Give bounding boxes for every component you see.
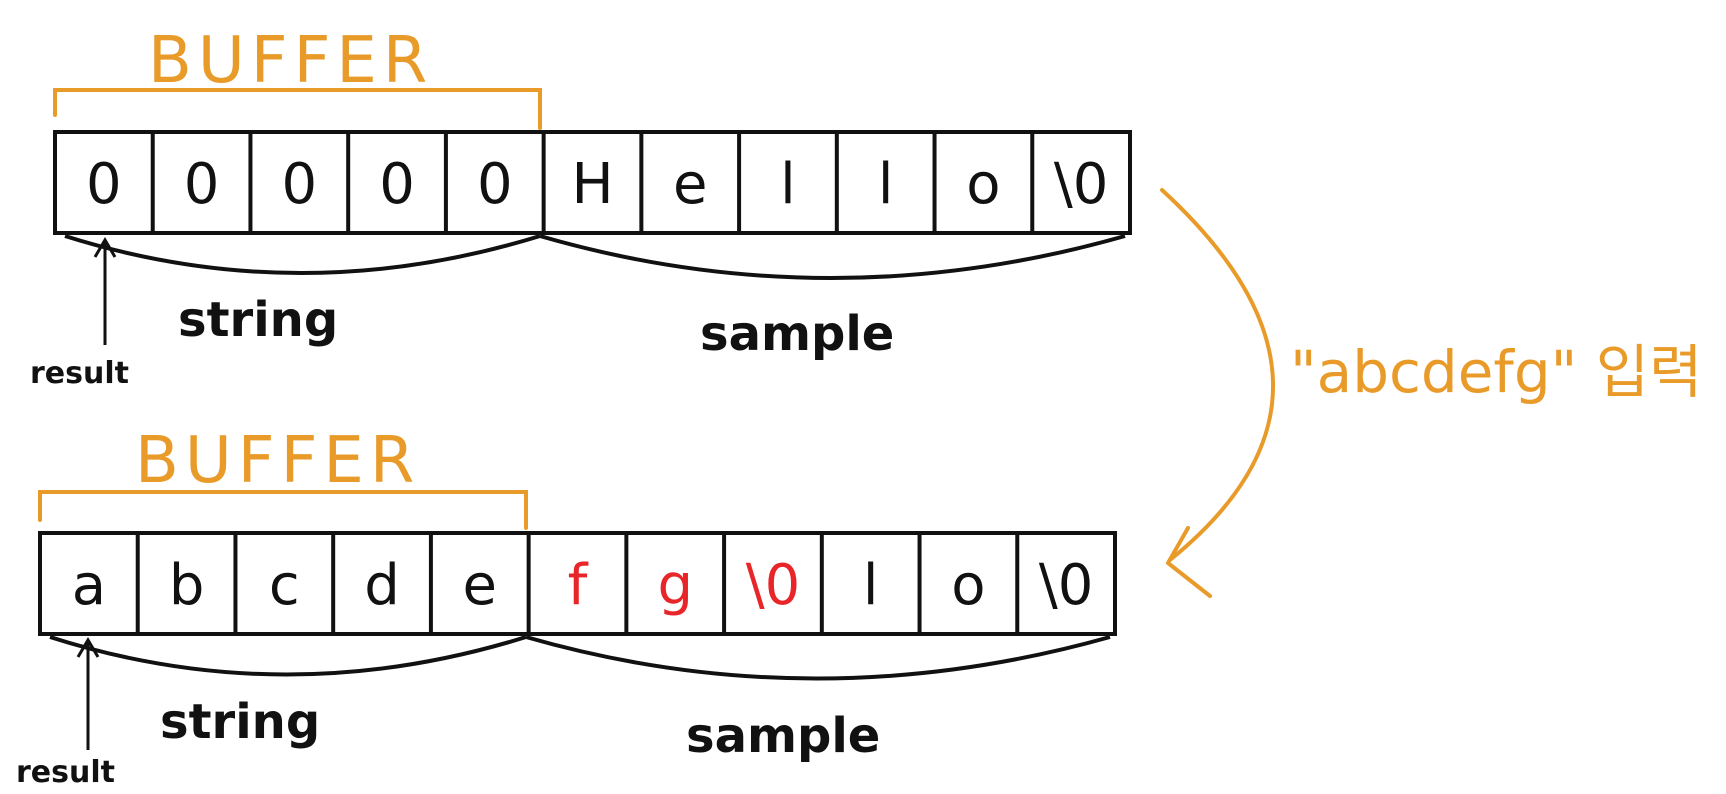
memory-cell-8: l [863, 553, 879, 618]
buffer-bracket-after [38, 490, 528, 530]
memory-cell-0: a [72, 553, 106, 618]
memory-cell-2: c [269, 553, 300, 618]
memory-cell-6: e [673, 152, 707, 217]
result-label-after: result [16, 755, 115, 790]
memory-cell-1: 0 [184, 152, 220, 217]
memory-cell-7: l [780, 152, 796, 217]
memory-cell-1: b [169, 553, 205, 618]
string-label-before: string [178, 292, 338, 348]
memory-cell-10: \0 [1039, 553, 1094, 618]
result-arrow-head-after [76, 637, 100, 658]
transition-arrow [1160, 188, 1275, 562]
string-brace-before [64, 234, 541, 275]
transition-arrow-head [1166, 526, 1212, 598]
memory-cell-0: 0 [86, 152, 122, 217]
memory-cell-4: 0 [477, 152, 513, 217]
sample-brace-after [525, 635, 1111, 681]
memory-cell-9: o [951, 553, 985, 618]
memory-array-before [53, 130, 1132, 235]
string-label-after: string [160, 694, 320, 750]
sample-label-before: sample [700, 306, 894, 362]
result-label-before: result [30, 356, 129, 391]
memory-cell-3: 0 [379, 152, 415, 217]
memory-cell-7: \0 [746, 553, 801, 618]
buffer-label-before: BUFFER [148, 24, 433, 98]
result-arrow-head-before [93, 237, 117, 258]
memory-cell-5: f [568, 553, 589, 618]
sample-brace-before [539, 234, 1126, 280]
memory-cell-9: o [966, 152, 1000, 217]
memory-cell-3: d [364, 553, 400, 618]
memory-cell-4: e [463, 553, 497, 618]
sample-label-after: sample [686, 708, 880, 764]
memory-cell-10: \0 [1054, 152, 1109, 217]
memory-cell-5: H [571, 152, 613, 217]
string-brace-after [49, 635, 527, 677]
memory-array-after [38, 531, 1117, 636]
buffer-bracket-before [53, 88, 542, 130]
input-label: "abcdefg" 입력 [1290, 338, 1703, 406]
memory-cell-8: l [878, 152, 894, 217]
memory-cell-6: g [657, 553, 693, 618]
buffer-label-after: BUFFER [135, 424, 420, 498]
memory-cell-2: 0 [281, 152, 317, 217]
transition: "abcdefg" 입력 [1160, 188, 1703, 598]
